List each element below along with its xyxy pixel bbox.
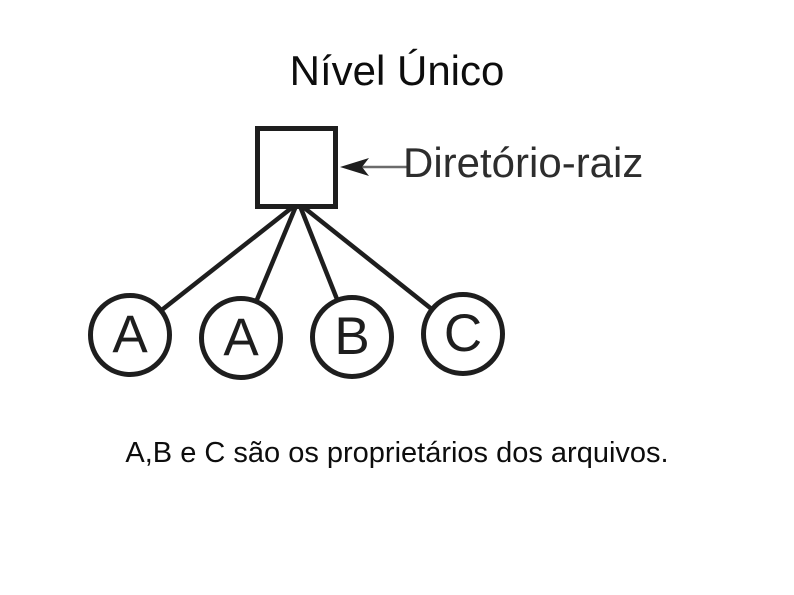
file-node: B bbox=[310, 295, 394, 379]
file-owner-letter: A bbox=[112, 304, 148, 364]
page-title: Nível Único bbox=[289, 47, 505, 94]
file-node: A bbox=[88, 293, 172, 377]
file-owner-letter: C bbox=[443, 303, 483, 363]
file-node: C bbox=[421, 292, 505, 376]
arrowhead-icon bbox=[340, 158, 369, 176]
root-directory-label: Diretório-raiz bbox=[403, 139, 644, 186]
root-directory-box bbox=[255, 126, 338, 209]
file-owner-letter: B bbox=[334, 306, 370, 366]
file-node: A bbox=[199, 296, 283, 380]
file-owner-letter: A bbox=[223, 307, 259, 367]
caption-text: A,B e C são os proprietários dos arquivo… bbox=[125, 437, 669, 469]
